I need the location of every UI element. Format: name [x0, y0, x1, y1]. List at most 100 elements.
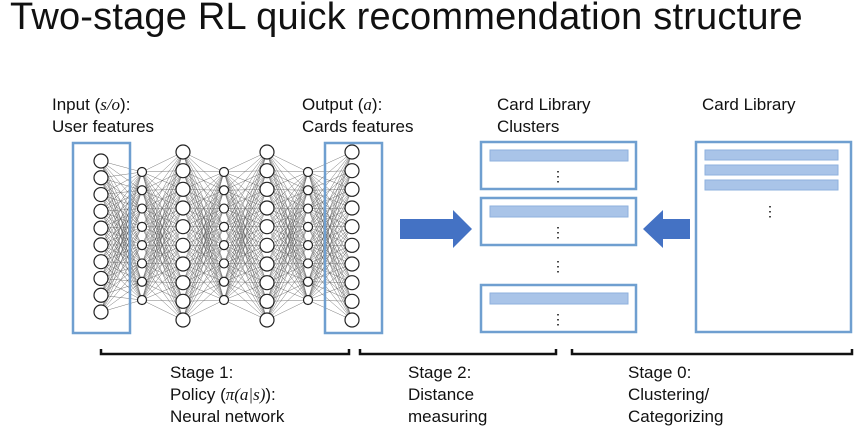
stage1-label: Stage 1: Policy (π(a|s)): Neural network: [170, 363, 285, 426]
network-edge: [182, 281, 225, 321]
network-edge: [100, 261, 143, 301]
network-edge: [266, 171, 309, 265]
network-edge: [100, 227, 143, 264]
network-edge: [100, 227, 143, 282]
network-edge: [100, 278, 143, 301]
network-edge: [100, 245, 143, 313]
network-node: [302, 276, 314, 287]
network-node: [259, 293, 275, 309]
network-edge: [307, 151, 353, 282]
network-node: [259, 144, 275, 160]
network-edge: [266, 245, 309, 321]
network-edge: [307, 207, 353, 301]
network-node: [344, 237, 360, 253]
network-edge: [307, 151, 353, 246]
network-node: [259, 219, 275, 235]
network-edge: [100, 190, 143, 313]
network-node: [175, 219, 191, 235]
network-edge: [223, 226, 268, 301]
network-edge: [307, 226, 353, 301]
network-edge: [223, 245, 268, 301]
network-node: [302, 240, 314, 251]
network-node: [136, 166, 148, 178]
network-node: [344, 312, 360, 328]
network-edge: [100, 228, 143, 301]
network-node: [136, 294, 148, 306]
network-edge: [182, 171, 225, 321]
network-edge: [307, 151, 353, 227]
network-edge: [100, 171, 143, 195]
network-edge: [223, 151, 268, 209]
network-edge: [141, 245, 184, 301]
network-edge: [100, 190, 143, 229]
input-label: Input (s/o): User features: [52, 95, 155, 136]
network-node: [136, 240, 148, 251]
network-edge: [100, 171, 143, 313]
network-edge: [266, 281, 309, 321]
network-edge: [182, 171, 225, 265]
network-node: [175, 181, 191, 197]
network-edge: [100, 194, 143, 228]
network-node: [218, 166, 230, 178]
network-node: [93, 186, 109, 203]
network-node: [136, 185, 148, 196]
network-node: [93, 304, 109, 320]
network-node: [136, 203, 148, 214]
network-edge: [307, 299, 353, 321]
network-node: [344, 163, 360, 179]
network-node: [93, 153, 109, 169]
network-edge: [141, 151, 184, 209]
network-node: [259, 275, 275, 291]
network-node: [344, 144, 360, 160]
network-edge: [223, 170, 268, 301]
network-edge: [223, 151, 268, 173]
network-edge: [100, 160, 143, 282]
network-node: [175, 293, 191, 309]
network-edge: [307, 151, 353, 191]
network-node: [175, 237, 191, 253]
network-node: [259, 312, 275, 328]
network-edge: [141, 207, 184, 301]
network-edge: [100, 226, 143, 262]
network-node: [93, 270, 109, 287]
network-edge: [141, 151, 184, 227]
network-edge: [266, 171, 309, 209]
output-layer-box: [323, 141, 384, 335]
cluster-ellipsis: ⋮: [551, 224, 565, 240]
network-edge: [141, 151, 184, 173]
network-nodes: [93, 144, 360, 328]
network-edge: [223, 151, 268, 301]
network-node: [218, 185, 230, 196]
network-node: [93, 254, 109, 270]
network-edge: [266, 263, 309, 321]
page-title: Two-stage RL quick recommendation struct…: [10, 0, 803, 38]
output-label-line2: Cards features: [302, 117, 414, 136]
network-edge: [100, 244, 143, 282]
network-edge: [100, 211, 143, 282]
network-node: [218, 203, 230, 214]
network-edge: [100, 226, 143, 279]
input-label-line2: User features: [52, 117, 155, 136]
stage2-bracket: [358, 349, 558, 356]
network-node: [259, 200, 275, 216]
network-edge: [100, 208, 143, 246]
arrow-right-icon: [400, 210, 472, 248]
network-node: [344, 256, 360, 272]
stage0-bracket: [570, 349, 854, 356]
network-edge: [100, 160, 143, 227]
network-edge: [100, 177, 143, 209]
network-node: [93, 287, 109, 303]
arrow-left-icon: [643, 210, 690, 248]
network-edge: [100, 171, 143, 296]
network-node: [302, 185, 314, 196]
network-edge: [307, 151, 353, 301]
network-node: [344, 181, 360, 197]
network-node: [218, 240, 230, 251]
network-edge: [223, 151, 268, 282]
network-edge: [100, 177, 143, 301]
network-edge: [266, 299, 309, 321]
network-node: [93, 237, 109, 253]
network-edge: [182, 245, 225, 321]
network-node: [344, 293, 360, 309]
